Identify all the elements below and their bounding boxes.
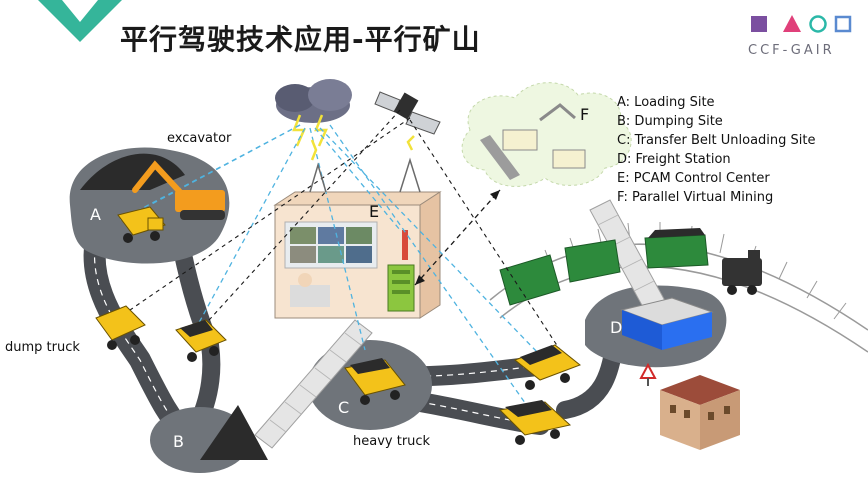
- conveyor-belt-b: [254, 319, 373, 449]
- legend-item-e: E: PCAM Control Center: [617, 171, 770, 186]
- antenna-tower-left: [309, 139, 327, 193]
- antenna-tower-right: [399, 135, 421, 193]
- satellite-icon: [374, 91, 441, 135]
- control-center: [273, 191, 442, 319]
- legend-item-f: F: Parallel Virtual Mining: [617, 190, 774, 205]
- dump-truck-label: dump truck: [5, 340, 80, 355]
- accent-chevron-icon: [38, 0, 122, 42]
- heavy-truck-lower: [498, 400, 572, 445]
- legend-item-d: D: Freight Station: [617, 152, 731, 167]
- logo-text: CCF-GAIR: [748, 43, 835, 58]
- truck-dump-right: [175, 319, 227, 362]
- excavator: [132, 160, 225, 220]
- heavy-truck-upper: [514, 344, 581, 390]
- virtual-mining-cloud: [461, 82, 632, 187]
- site-label-a: A: [90, 205, 101, 224]
- freight-station-building: [620, 297, 714, 350]
- legend-item-c: C: Transfer Belt Unloading Site: [617, 133, 816, 148]
- truck-site-a: [117, 206, 166, 243]
- station-house: [660, 375, 740, 450]
- site-a: [69, 147, 230, 264]
- site-b: [150, 405, 268, 473]
- freight-train: [499, 228, 762, 306]
- ccf-gair-logo: [751, 15, 852, 33]
- locomotive: [722, 250, 762, 295]
- operator-desk: [290, 273, 330, 307]
- warning-sign-icon: [639, 362, 657, 386]
- heavy-truck-label: heavy truck: [353, 434, 431, 449]
- legend-item-a: A: Loading Site: [617, 95, 715, 110]
- page-title: 平行驾驶技术应用-平行矿山: [120, 23, 481, 56]
- site-label-b: B: [173, 432, 184, 451]
- storm-cloud-icon: [275, 79, 352, 147]
- server-rack: [387, 264, 415, 312]
- site-legend: A: Loading Site B: Dumping Site C: Trans…: [617, 93, 816, 207]
- control-links: [129, 109, 561, 351]
- excavator-label: excavator: [167, 131, 232, 146]
- monitor-wall: [290, 227, 372, 263]
- virtual-link-arrow: [414, 189, 501, 286]
- site-label-e: E: [369, 202, 380, 221]
- truck-dump-left: [95, 305, 146, 350]
- site-label-f: F: [580, 105, 590, 124]
- heavy-truck-c: [344, 358, 406, 405]
- site-label-d: D: [610, 318, 623, 337]
- legend-item-b: B: Dumping Site: [617, 114, 723, 129]
- site-label-c: C: [338, 398, 350, 417]
- wireless-links: [119, 124, 541, 411]
